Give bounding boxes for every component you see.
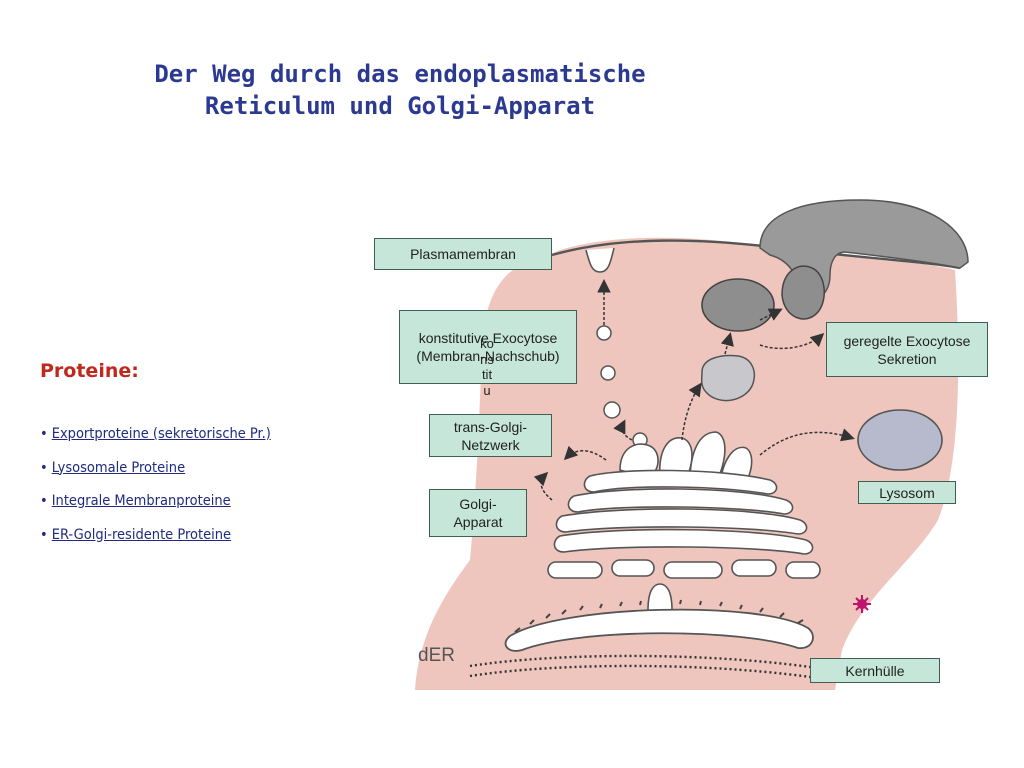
protein-link-export[interactable]: Exportproteine (sekretorische Pr.) <box>51 426 271 442</box>
arrow-dark-to-membrane <box>759 308 783 321</box>
label-geregelte-line-2: Sekretion <box>877 350 937 367</box>
ergic-vesicles <box>547 559 821 579</box>
pathway-arrows <box>533 279 855 501</box>
title-line-2: Reticulum und Golgi-Apparat <box>204 92 596 120</box>
arrow-to-light-vesicle <box>681 382 702 441</box>
transport-vesicle <box>596 325 612 341</box>
label-der: dER <box>418 645 455 666</box>
bullet-icon: • <box>40 526 48 543</box>
label-golgi-line-2: Apparat <box>453 514 503 530</box>
label-lysosom: Lysosom <box>858 481 956 504</box>
bullet-icon: • <box>40 459 48 476</box>
label-geregelte-line-1: geregelte Exocytose <box>843 332 971 349</box>
label-geregelte-exocytose: geregelte Exocytose Sekretion <box>826 322 988 377</box>
label-trans-golgi-line-1: trans-Golgi- <box>453 418 528 435</box>
fusing-vesicle <box>781 265 825 320</box>
bullet-icon: • <box>40 493 48 509</box>
bullet-icon: • <box>40 426 48 442</box>
rough-er <box>504 608 814 652</box>
proteins-heading: Proteine: <box>40 360 139 382</box>
transport-vesicle <box>603 401 621 419</box>
golgi-cisternae <box>553 469 814 555</box>
lysosome-organelle <box>857 409 943 471</box>
vertical-text-overlay: konstitu <box>480 336 494 398</box>
slide-title: Der Weg durch das endoplasmatische Retic… <box>100 58 700 122</box>
label-lysosom-text: Lysosom <box>879 484 935 501</box>
label-trans-golgi-line-2: Netzwerk <box>461 436 520 453</box>
protein-link-integral[interactable]: Integrale Membranproteine <box>51 493 231 509</box>
protein-link-lysosomal[interactable]: Lysosomale Proteine <box>51 459 186 476</box>
arrow-to-lysosome <box>759 428 855 456</box>
label-kernhuelle-text: Kernhülle <box>845 662 905 679</box>
arrow-tgn-left <box>563 445 607 461</box>
arrow-golgi-left <box>533 471 553 501</box>
ribosomes <box>514 599 804 633</box>
protein-list-item[interactable]: •Integrale Membranproteine <box>40 493 271 527</box>
secretory-vesicle-dark <box>701 278 775 332</box>
label-kernhuelle: Kernhülle <box>810 658 940 683</box>
label-konstitutive-exocytose: konstitutive Exocytose (Membran-Nachschu… <box>399 310 577 384</box>
label-golgi-apparat: Golgi- Apparat <box>429 489 527 537</box>
er-bud <box>647 583 673 611</box>
label-plasmamembran: Plasmamembran <box>374 238 552 270</box>
secretory-vesicle-light <box>700 354 756 402</box>
arrow-light-to-dark <box>720 332 734 355</box>
transport-vesicle <box>600 365 616 381</box>
arrow-vesicle-loop <box>613 419 633 441</box>
label-trans-golgi-netzwerk: trans-Golgi- Netzwerk <box>429 414 552 457</box>
protein-list-item[interactable]: •Lysosomale Proteine <box>40 460 271 494</box>
label-plasmamembran-text: Plasmamembran <box>410 246 516 262</box>
protein-list: •Exportproteine (sekretorische Pr.) •Lys… <box>40 426 271 560</box>
membrane-indent <box>585 247 615 273</box>
title-line-1: Der Weg durch das endoplasmatische <box>154 60 646 88</box>
protein-link-resident[interactable]: ER-Golgi-residente Proteine <box>51 526 232 543</box>
label-konstitutive-line-1: konstitutive Exocytose <box>418 330 558 346</box>
star-icon <box>853 595 871 613</box>
protein-list-item[interactable]: •ER-Golgi-residente Proteine <box>40 527 271 561</box>
arrow-regulated <box>759 332 825 350</box>
label-konstitutive-line-2: (Membran-Nachschub) <box>416 348 560 364</box>
protein-list-item[interactable]: •Exportproteine (sekretorische Pr.) <box>40 426 271 460</box>
label-golgi-line-1: Golgi- <box>459 496 497 512</box>
